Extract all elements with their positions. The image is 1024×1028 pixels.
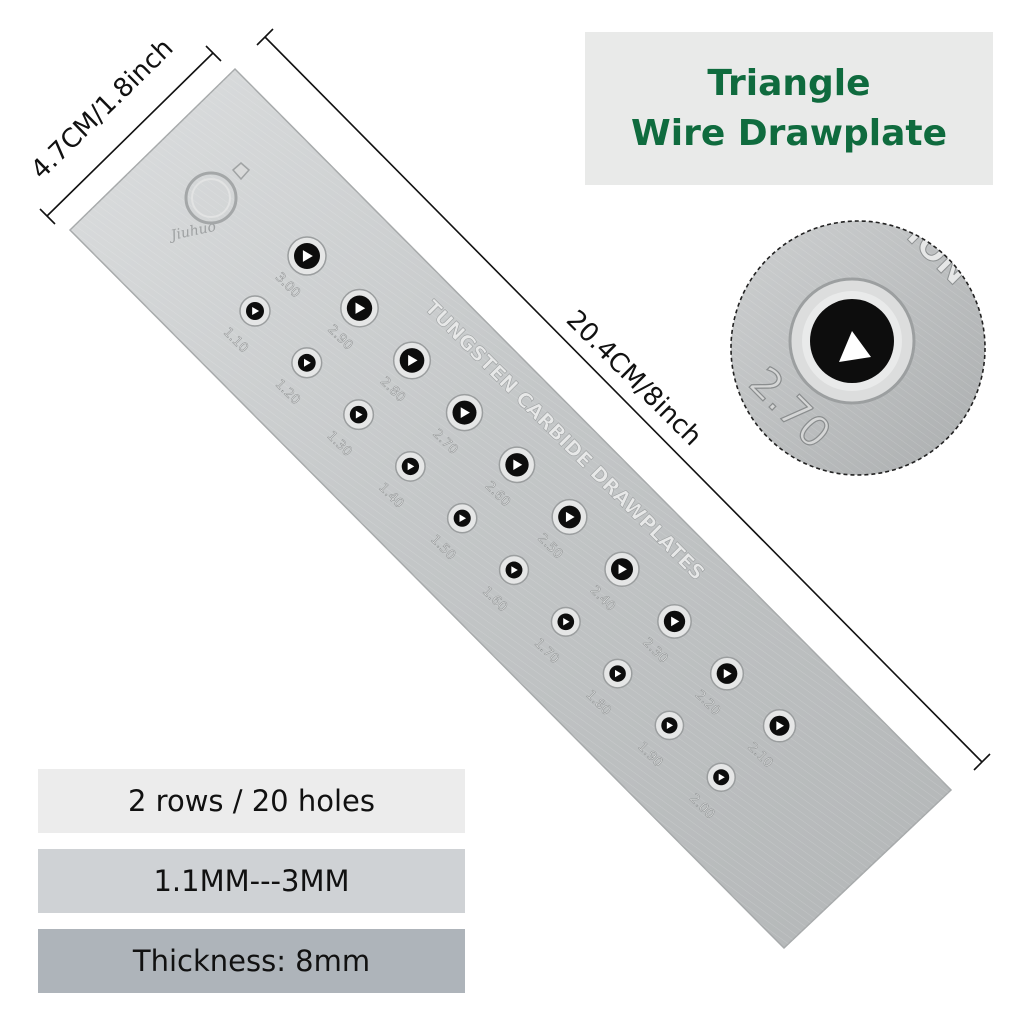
title-line-2: Wire Drawplate <box>631 112 947 154</box>
triangle-icon <box>460 407 470 418</box>
spec-holes: 2 rows / 20 holes <box>38 769 465 833</box>
triangle-icon <box>511 566 518 574</box>
triangle-icon <box>666 721 674 730</box>
triangle-icon <box>718 773 725 781</box>
title-line-1: Triangle <box>707 62 871 104</box>
triangle-icon <box>839 331 871 362</box>
triangle-icon <box>355 410 363 419</box>
triangle-icon <box>302 250 313 262</box>
triangle-icon <box>618 564 627 575</box>
triangle-icon <box>723 668 732 679</box>
triangle-icon <box>563 618 570 626</box>
spec-thickness: Thickness: 8mm <box>38 929 465 993</box>
length-dimension-line <box>256 28 991 771</box>
triangle-icon <box>355 302 366 314</box>
title-banner: Triangle Wire Drawplate <box>585 32 993 185</box>
width-dimension-line <box>39 45 222 225</box>
triangle-icon <box>513 459 523 471</box>
triangle-icon <box>671 616 680 627</box>
triangle-icon <box>304 358 311 367</box>
triangle-icon <box>776 721 784 731</box>
triangle-icon <box>565 511 575 523</box>
triangle-icon <box>459 514 467 523</box>
triangle-icon <box>252 306 260 316</box>
zoom-detail: ION 2.70 <box>730 220 986 476</box>
triangle-icon <box>408 354 418 366</box>
spec-size-range: 1.1MM---3MM <box>38 849 465 913</box>
hole-grid <box>239 236 797 792</box>
triangle-icon <box>407 462 415 471</box>
triangle-icon <box>615 669 622 678</box>
